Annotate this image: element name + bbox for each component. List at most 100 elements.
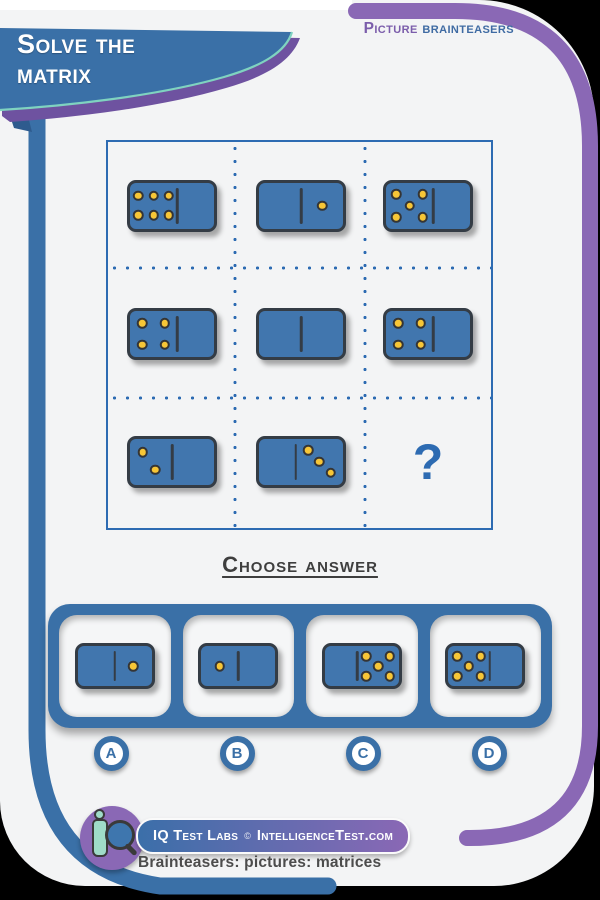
answer-option-b[interactable] [182,615,294,717]
domino-blank-one [256,179,346,232]
page-title-line1: Solve the [17,29,136,59]
banner-teal-edge [0,31,294,112]
domino-left-half [201,646,238,686]
domino-blank-three-diag [256,435,346,488]
domino-divider [431,187,435,224]
pip [316,200,328,211]
brand-pill: IQ Test Labs © IntelligenceTest.com [136,818,411,854]
category-word-brainteasers: brainteasers [422,20,514,37]
domino-divider [113,651,116,681]
domino-left-half [259,439,296,485]
domino-two-diag-blank [127,435,217,488]
pip [391,188,402,200]
domino-left-half [130,439,172,485]
pip [314,456,325,467]
answer-letter-slot-c: C [300,736,426,771]
pip [417,211,428,223]
matrix-cell-r1c2 [236,142,366,269]
domino-left-half [386,183,433,229]
category-label: Picture brainteasers [364,20,514,38]
domino-divider [237,651,240,681]
pip [475,650,486,662]
banner-ribbon-face [0,28,292,110]
pip [302,445,314,456]
banner-ribbon [0,28,300,132]
pip [384,650,395,662]
pip [163,190,174,202]
pip [128,660,139,672]
domino-divider [175,316,179,352]
matrix-grid: ? [106,140,493,530]
answer-option-d[interactable] [429,615,541,717]
matrix-cell-r2c1 [108,269,236,399]
domino-right-half [172,439,214,485]
domino-divider [170,443,174,480]
domino-left-half [386,311,433,357]
domino-right-half [490,646,523,686]
pip [384,670,395,682]
pip [148,190,159,202]
answer-letter-slot-a: A [48,736,174,771]
pip [415,339,427,350]
pip [361,650,372,662]
domino-divider [431,316,435,352]
pip [463,660,475,672]
pip [137,447,148,458]
domino-divider [356,651,359,681]
answer-option-a[interactable] [59,615,171,717]
pip [149,464,161,476]
domino-six-blank [127,179,217,232]
pip [452,650,463,662]
domino-right-half [177,311,214,357]
site-link[interactable]: IntelligenceTest.com [256,828,394,844]
pip [361,670,372,682]
domino-left-half [259,183,301,229]
pip [391,211,402,223]
answer-bar [48,604,552,728]
pip [159,318,171,329]
domino-divider [488,651,491,681]
category-word-picture: Picture [363,20,418,37]
domino-four-blank [127,308,217,360]
domino-divider [299,187,303,224]
domino-right-half [433,183,470,229]
answer-letter-slot-d: D [426,736,552,771]
choose-answer-heading: Choose answer [222,552,378,577]
pip [136,339,148,350]
pip [392,318,404,329]
pip [475,670,486,682]
domino-right-half [433,311,470,357]
domino-divider [299,316,303,352]
pip [325,467,336,478]
pip [159,339,171,350]
pip [392,339,404,350]
domino-divider [294,443,298,480]
answer-letter-b[interactable]: B [219,736,255,771]
breadcrumb: Brainteasers: pictures: matrices [138,854,382,871]
pip [372,660,384,672]
answer-letter-a[interactable]: A [93,736,129,771]
matrix-cell-r3c1 [108,399,236,524]
pip [133,190,144,202]
pip [133,209,144,221]
domino-one-blank [198,643,279,689]
matrix-cell-r3c3: ? [366,399,490,524]
pip [415,318,427,329]
domino-left-half [448,646,489,686]
answer-option-c[interactable] [306,615,418,717]
answer-letter-c[interactable]: C [345,736,381,771]
domino-five-blank [445,643,526,689]
iq-test-labs-logo [80,806,144,870]
domino-left-half [130,311,177,357]
test-tube-dot-icon [94,809,105,820]
page-title-line2: matrix [17,59,92,89]
domino-left-half [78,646,115,686]
domino-right-half [301,183,343,229]
matrix-cell-r1c1 [108,142,236,269]
answer-letters-row: A B C D [48,736,552,771]
pip [136,318,148,329]
domino-divider [175,187,179,224]
top-margin-strip [0,0,352,10]
answer-letter-d[interactable]: D [471,736,507,771]
pip [417,188,428,200]
